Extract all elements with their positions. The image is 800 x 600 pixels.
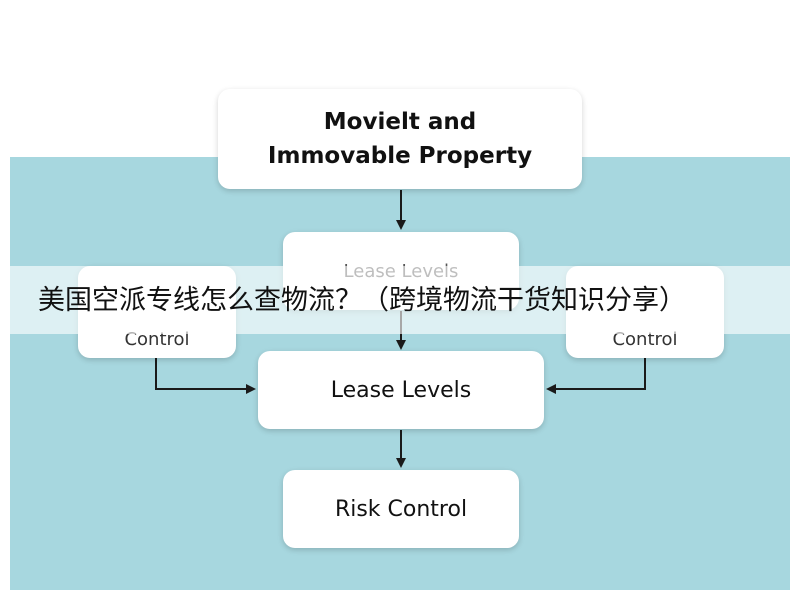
node-lease-levels: Lease Levels [258, 351, 544, 429]
node-title-line2: Immovable Property [267, 143, 533, 169]
arrow-left-to-main [155, 358, 256, 394]
node-label: Risk Control [334, 496, 468, 522]
node-title-line1: Movielt and [323, 109, 477, 135]
arrow-right-to-main [546, 358, 646, 394]
node-label: Lease Levels [330, 377, 472, 403]
node-movable-immovable-property: Movielt and Immovable Property [218, 89, 582, 189]
title-overlay-band [10, 266, 790, 334]
node-risk-control: Risk Control [283, 470, 519, 548]
overlay-title: 美国空派专线怎么查物流？（跨境物流干货知识分享） [38, 285, 686, 316]
